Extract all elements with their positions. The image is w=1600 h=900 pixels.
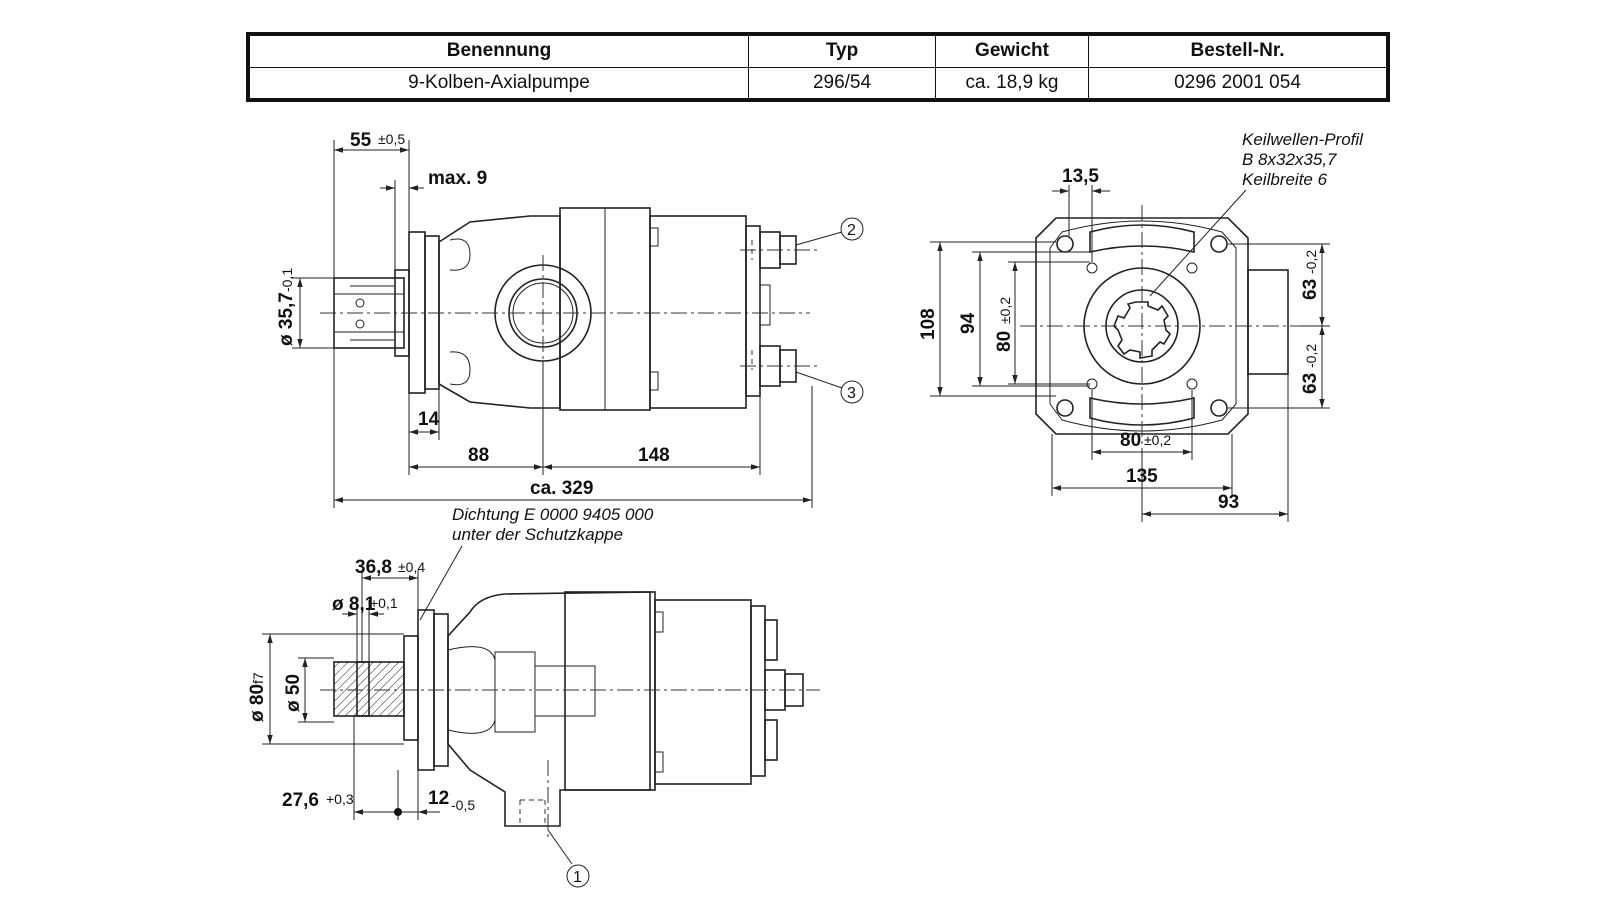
dim-108: 108 — [918, 308, 939, 340]
dim-dia357: ø 35,7 — [276, 292, 297, 346]
dim-12: 12 — [428, 788, 449, 809]
seal-note-1: Dichtung E 0000 9405 000 — [452, 505, 654, 524]
spec-table: Benennung Typ Gewicht Bestell-Nr. 9-Kolb… — [246, 32, 1390, 102]
side-view-body — [320, 207, 820, 411]
dim-94: 94 — [958, 312, 979, 334]
tol-80h: ±0,2 — [1144, 432, 1171, 448]
front-view: 13,5 Keilwellen-Profil B 8x32x35,7 Keilb… — [918, 130, 1364, 522]
bottom-view: Dichtung E 0000 9405 000 unter der Schut… — [247, 505, 820, 888]
dim-14: 14 — [418, 409, 440, 430]
dim-dia50: ø 50 — [283, 674, 304, 712]
tol-368: ±0,4 — [398, 559, 425, 575]
dim-dia80: ø 80 — [247, 684, 268, 722]
callout-1-circle — [566, 864, 590, 888]
tol-63b: -0,2 — [1303, 344, 1319, 368]
spline-note-3: Keilbreite 6 — [1242, 170, 1328, 189]
callout-2: 2 — [847, 222, 856, 239]
spline-note-1: Keilwellen-Profil — [1242, 130, 1364, 149]
dim-276: 27,6 — [282, 790, 319, 811]
tol-12: -0,5 — [451, 797, 475, 813]
tol-63a: -0,2 — [1303, 250, 1319, 274]
cell-typ: 296/54 — [748, 66, 936, 101]
dim-88: 88 — [468, 445, 489, 466]
header-typ: Typ — [748, 33, 936, 68]
callout-2-circle — [840, 217, 864, 241]
tol-dia80: f7 — [250, 672, 266, 684]
dim-135-top: 13,5 — [1062, 166, 1099, 187]
cell-gewicht: ca. 18,9 kg — [935, 66, 1089, 101]
seal-note-2: unter der Schutzkappe — [452, 525, 623, 544]
dim-80h: 80 — [1120, 430, 1141, 451]
dim-max9: max. 9 — [428, 168, 487, 189]
dim-329: ca. 329 — [530, 478, 593, 499]
spec-table-header-row: Benennung Typ Gewicht Bestell-Nr. — [247, 33, 1389, 68]
header-gewicht: Gewicht — [935, 33, 1089, 68]
dim-148: 148 — [638, 445, 670, 466]
dim-63a: 63 — [1300, 279, 1321, 300]
tol-dia357: -0,1 — [279, 268, 295, 292]
bottom-view-body — [320, 591, 820, 840]
callout-3-circle — [840, 380, 864, 404]
tol-276: +0,3 — [326, 791, 354, 807]
dim-93: 93 — [1218, 492, 1239, 513]
cell-bestell-nr: 0296 2001 054 — [1088, 66, 1389, 101]
callout-3: 3 — [847, 385, 856, 402]
callout-1: 1 — [573, 869, 582, 886]
dim-dia81: ø 8,1 — [332, 594, 376, 615]
dim-55: 55 — [350, 130, 372, 151]
tol-dia81: +0,1 — [370, 595, 398, 611]
tol-80v: ±0,2 — [997, 297, 1013, 324]
dim-63b: 63 — [1300, 373, 1321, 394]
dim-368: 36,8 — [355, 557, 392, 578]
spline-note-2: B 8x32x35,7 — [1242, 150, 1337, 169]
spec-table-row: 9-Kolben-Axialpumpe 296/54 ca. 18,9 kg 0… — [247, 66, 1389, 101]
cell-benennung: 9-Kolben-Axialpumpe — [247, 66, 749, 101]
side-view: 55 ±0,5 max. 9 ø 35,7 -0,1 14 88 148 ca.… — [276, 130, 864, 508]
dim-80v: 80 — [994, 331, 1015, 352]
tol-55: ±0,5 — [378, 131, 405, 147]
front-view-body — [1020, 205, 1300, 450]
